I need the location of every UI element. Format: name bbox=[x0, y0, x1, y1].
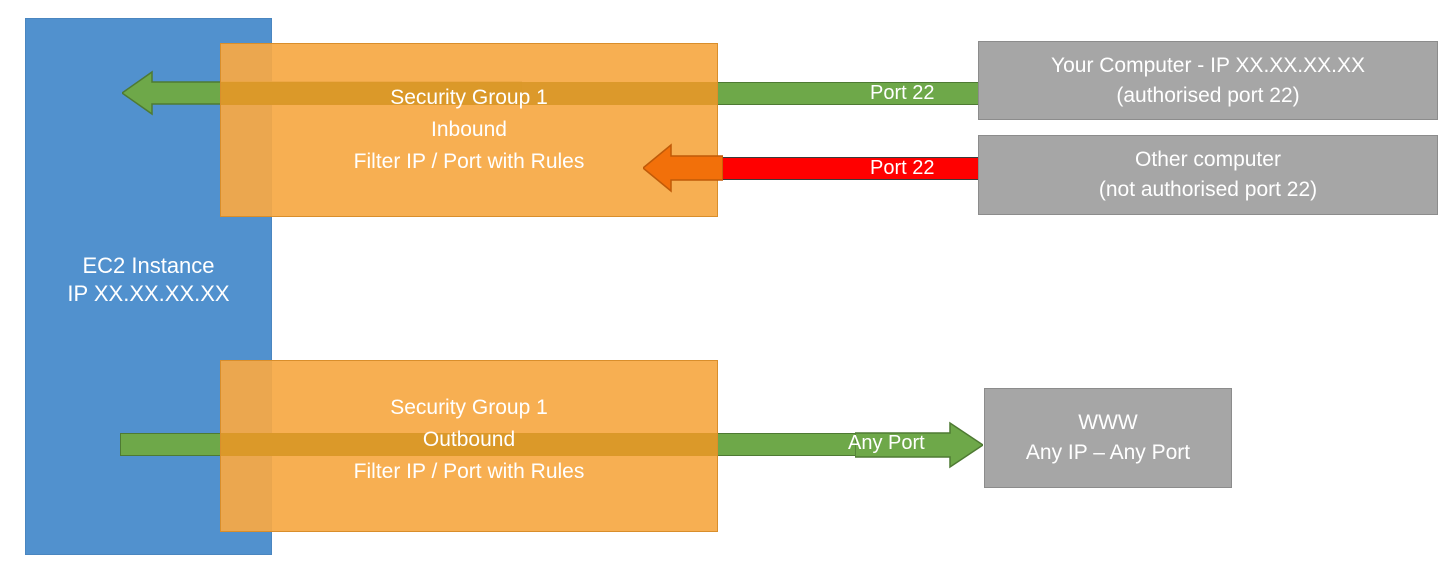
other-computer-line-2: (not authorised port 22) bbox=[1098, 178, 1318, 201]
security-group-inbound-box bbox=[220, 43, 718, 217]
external-node-other-computer: Other computer (not authorised port 22) bbox=[978, 135, 1438, 215]
www-line-1: WWW bbox=[1078, 411, 1138, 434]
blocked-inbound-bar bbox=[718, 157, 980, 180]
security-group-outbound-box bbox=[220, 360, 718, 532]
other-computer-line-1: Other computer bbox=[1135, 148, 1281, 171]
your-computer-line-2: (authorised port 22) bbox=[1116, 83, 1300, 107]
external-node-www: WWW Any IP – Any Port bbox=[984, 388, 1232, 488]
allowed-outbound-arrowhead bbox=[855, 421, 983, 469]
allowed-inbound-bar bbox=[718, 82, 980, 105]
blocked-inbound-arrowhead bbox=[643, 143, 723, 193]
external-node-your-computer: Your Computer - IP XX.XX.XX.XX (authoris… bbox=[978, 41, 1438, 120]
www-line-2: Any IP – Any Port bbox=[1025, 441, 1191, 464]
your-computer-line-1: Your Computer - IP XX.XX.XX.XX bbox=[1051, 53, 1365, 77]
